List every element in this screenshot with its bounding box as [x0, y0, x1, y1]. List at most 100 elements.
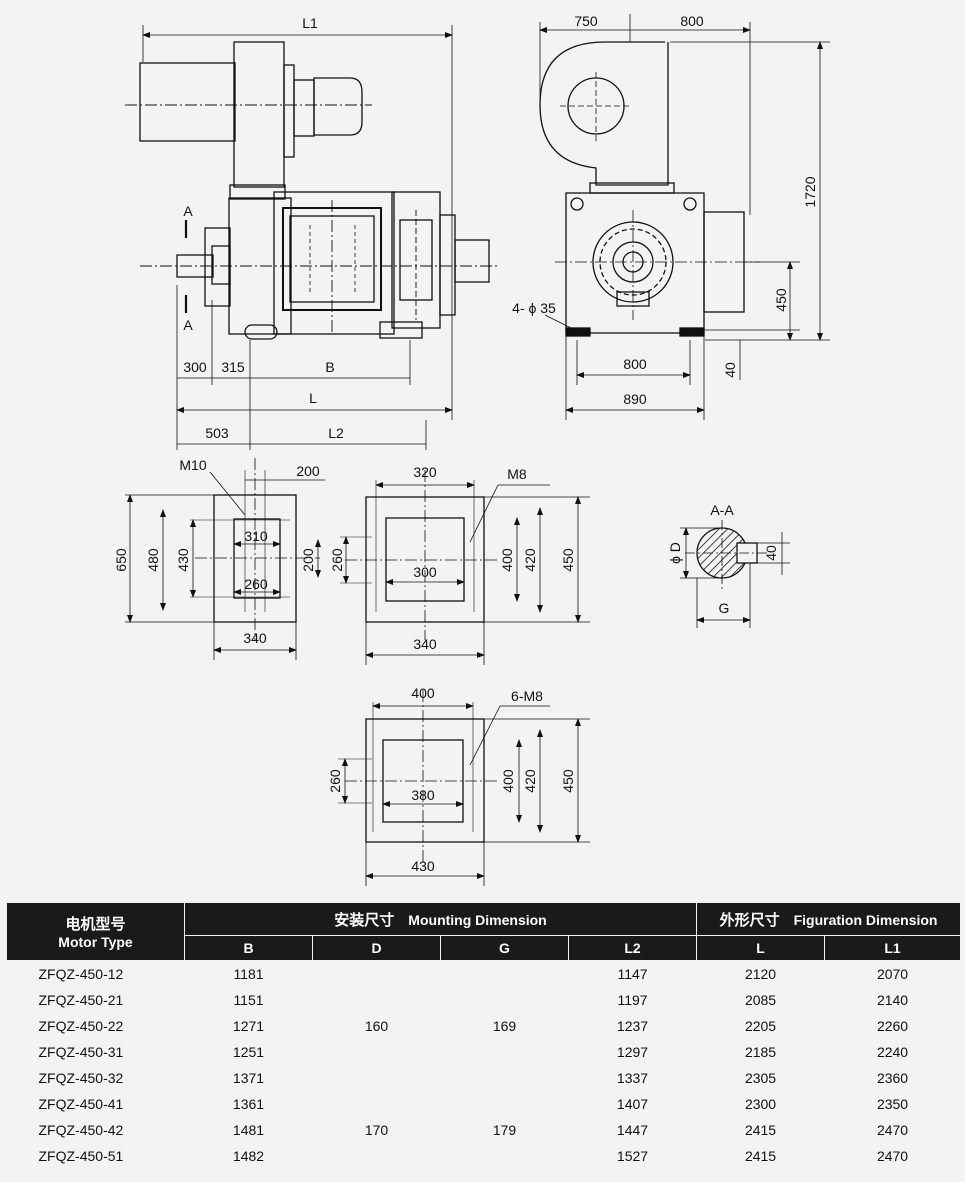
cell-B: 1271 — [232, 1018, 265, 1034]
header-figuration-cn: 外形尺寸 — [719, 911, 780, 929]
table-row: ZFQZ-450-31 1251 1297 2185 2240 — [7, 1039, 961, 1065]
dim-750: 750 — [574, 13, 598, 29]
flange-c — [338, 690, 590, 886]
col-header-L1: L1 — [824, 935, 962, 961]
dim-B: B — [325, 359, 334, 375]
cell-model: ZFQZ-450-51 — [38, 1148, 124, 1164]
cell-L: 2305 — [744, 1070, 777, 1086]
col-header-B: B — [184, 935, 313, 961]
header-figuration: 外形尺寸 Figuration Dimension — [696, 902, 962, 936]
cell-model: ZFQZ-450-21 — [38, 992, 124, 1008]
dim-450: 450 — [773, 288, 789, 312]
section-aa-labels: A-A ϕ D 40 G — [667, 502, 779, 616]
section-mark-bottom: A — [183, 317, 193, 333]
cell-G-group2: 179 — [492, 1122, 517, 1138]
dim-L1: L1 — [302, 15, 318, 31]
section-mark-top: A — [183, 203, 193, 219]
flange-c-dim-400: 400 — [411, 685, 435, 701]
section-aa-dim-40: 40 — [763, 545, 779, 561]
flange-b-dim-340: 340 — [413, 636, 437, 652]
cell-L2: 1237 — [616, 1018, 649, 1034]
dim-40: 40 — [722, 362, 738, 378]
side-view-labels: L1 A A 300 315 B L 503 L2 — [183, 15, 344, 441]
cell-B: 1482 — [232, 1148, 265, 1164]
flange-c-dim-430: 430 — [411, 858, 435, 874]
cell-B: 1181 — [233, 966, 264, 982]
flange-a-dim-340: 340 — [243, 630, 267, 646]
flange-a-dim-200-top: 200 — [296, 463, 320, 479]
cell-L1: 2470 — [876, 1122, 909, 1138]
cell-L: 2300 — [744, 1096, 777, 1112]
table-row: ZFQZ-450-42 1481 1447 2415 2470 — [7, 1117, 961, 1143]
flange-b-dim-420: 420 — [522, 548, 538, 572]
motor-dimension-drawing: L1 A A 300 315 B L 503 L2 — [113, 13, 830, 886]
col-header-D: D — [312, 935, 441, 961]
cell-L1: 2070 — [876, 966, 909, 982]
cell-D-group1: 160 — [364, 1018, 389, 1034]
table-row: ZFQZ-450-21 1151 1197 2085 2140 — [7, 987, 961, 1013]
section-aa-phiD: ϕ D — [667, 542, 683, 564]
flange-a-labels: M10 200 650 480 430 310 260 200 340 — [113, 457, 320, 646]
cell-B: 1251 — [232, 1044, 265, 1060]
cell-L1: 2470 — [876, 1148, 909, 1164]
flange-a-dim-650: 650 — [113, 548, 129, 572]
header-motor-type-cn: 电机型号 — [65, 916, 126, 933]
flange-c-thread: 6-M8 — [511, 688, 543, 704]
bolt-callout: 4- ϕ 35 — [512, 300, 556, 316]
table-row: ZFQZ-450-51 1482 1527 2415 2470 — [7, 1143, 961, 1169]
cell-L2: 1527 — [616, 1148, 649, 1164]
flange-c-dim-420: 420 — [522, 769, 538, 793]
cell-L2: 1147 — [617, 966, 648, 982]
flange-a-dim-480: 480 — [145, 548, 161, 572]
cell-model: ZFQZ-450-32 — [38, 1070, 124, 1086]
flange-c-dim-260: 260 — [327, 769, 343, 793]
flange-b-dim-450: 450 — [560, 548, 576, 572]
cell-L: 2085 — [744, 992, 777, 1008]
table-row: ZFQZ-450-12 1181 160 169 1147 2120 2070 — [7, 961, 961, 1034]
col-header-G: G — [440, 935, 569, 961]
flange-b-dim-400: 400 — [499, 548, 515, 572]
flange-b-labels: 320 M8 260 300 400 420 450 340 — [329, 464, 576, 652]
cell-B: 1361 — [232, 1096, 265, 1112]
flange-b-thread: M8 — [507, 466, 527, 482]
flange-c-dim-380: 380 — [411, 787, 435, 803]
flange-a-thread: M10 — [179, 457, 206, 473]
side-view — [125, 25, 500, 450]
flange-a-dim-260: 260 — [244, 576, 268, 592]
dim-1720: 1720 — [802, 176, 818, 207]
cell-L: 2205 — [744, 1018, 777, 1034]
dim-890: 890 — [623, 391, 647, 407]
cell-L1: 2360 — [876, 1070, 909, 1086]
cell-L: 2415 — [744, 1122, 777, 1138]
cell-model: ZFQZ-450-12 — [38, 966, 124, 982]
header-motor-type: 电机型号 Motor Type — [6, 902, 185, 961]
front-view — [539, 14, 830, 420]
cell-L2: 1337 — [616, 1070, 649, 1086]
cell-L1: 2240 — [876, 1044, 909, 1060]
cell-D-group2: 170 — [364, 1122, 389, 1138]
flange-b-dim-300: 300 — [413, 564, 437, 580]
cell-L1: 2260 — [876, 1018, 909, 1034]
dim-503: 503 — [205, 425, 229, 441]
cell-L: 2415 — [744, 1148, 777, 1164]
cell-L1: 2140 — [876, 992, 909, 1008]
header-motor-type-en: Motor Type — [58, 934, 133, 950]
cell-L: 2120 — [744, 966, 777, 982]
cell-L1: 2350 — [876, 1096, 909, 1112]
header-mounting-en: Mounting Dimension — [408, 911, 547, 928]
cell-L2: 1197 — [617, 992, 648, 1008]
cell-L2: 1447 — [616, 1122, 649, 1138]
flange-a — [125, 458, 325, 660]
cell-B: 1151 — [233, 992, 264, 1008]
cell-G-group1: 169 — [492, 1018, 517, 1034]
front-view-labels: 750 800 1720 450 4- ϕ 35 800 40 890 — [512, 13, 818, 407]
dim-L2: L2 — [328, 425, 344, 441]
section-aa-title: A-A — [710, 502, 734, 518]
flange-c-dim-450: 450 — [560, 769, 576, 793]
cell-L2: 1297 — [616, 1044, 649, 1060]
flange-b-dim-320: 320 — [413, 464, 437, 480]
header-figuration-en: Figuration Dimension — [793, 911, 938, 928]
dim-300: 300 — [183, 359, 207, 375]
